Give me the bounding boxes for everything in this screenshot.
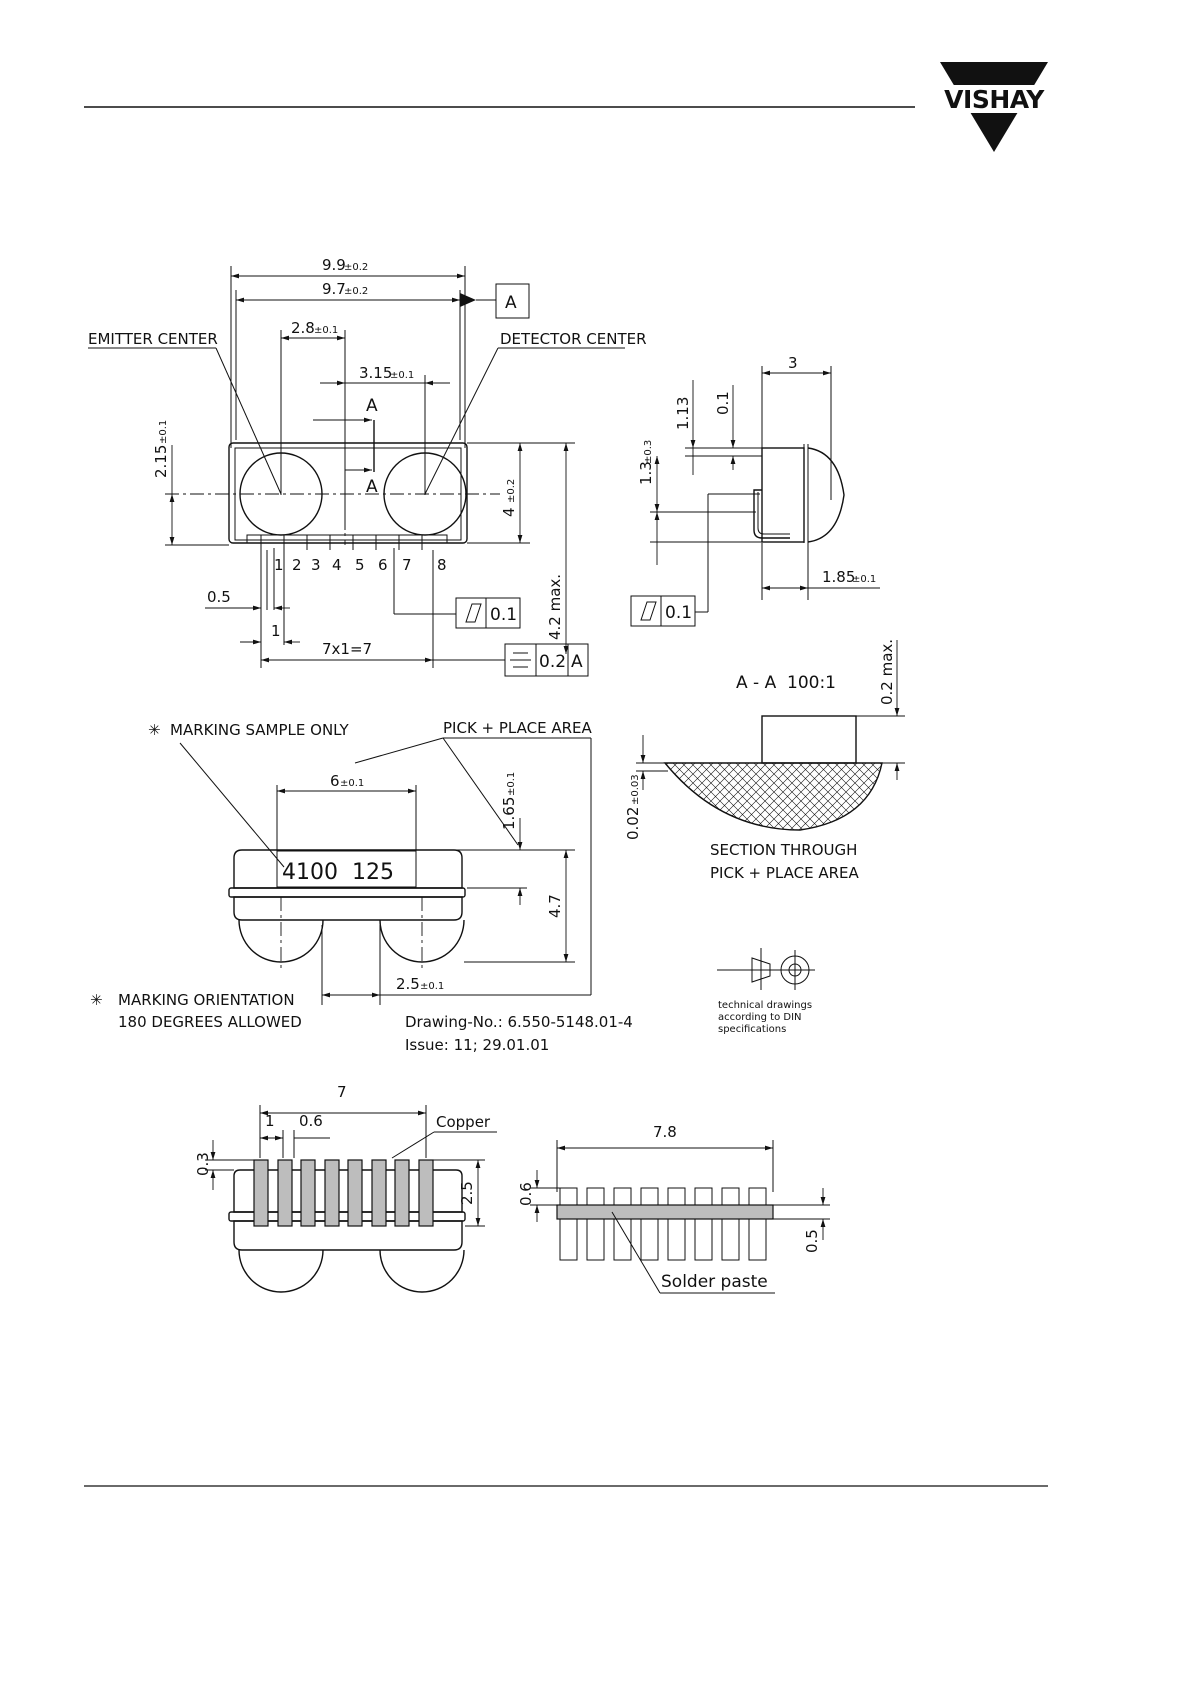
symmetry-datum: A [571, 652, 583, 672]
dim-1-65: 1.65 [500, 797, 518, 830]
symmetry-0-2: 0.2 [539, 652, 566, 672]
section-title: A - A 100:1 [736, 673, 836, 693]
dim-side-0-1: 0.1 [714, 391, 732, 415]
pad-layout-view: 7 1 0.6 Copper [194, 1083, 497, 1293]
dim-7x1: 7x1=7 [322, 640, 372, 658]
dim-pad-0-6: 0.6 [299, 1112, 323, 1130]
din-projection-symbol: technical drawings according to DIN spec… [717, 948, 815, 1035]
dim-9-7: 9.7 [322, 280, 346, 298]
dim-pad-7: 7 [337, 1083, 347, 1101]
dim-2-15-tol: ±0.1 [158, 420, 169, 444]
pin-2: 2 [292, 556, 302, 574]
dim-3-15-tol: ±0.1 [390, 370, 414, 381]
front-view: 9.9 ±0.2 A 9.7 ±0.2 2.8 ±0.1 3.15 ±0.1 A… [88, 256, 647, 677]
dim-2-15: 2.15 [152, 445, 170, 478]
pin-8: 8 [437, 556, 447, 574]
section-desc-2: PICK + PLACE AREA [710, 864, 860, 882]
pin-ticks [260, 535, 423, 550]
dim-paste-0-6: 0.6 [517, 1182, 535, 1206]
din-text-2: according to DIN [718, 1012, 802, 1023]
dim-4: 4 [500, 507, 518, 517]
side-view: 3 1.13 0.1 1.3 ±0.3 1.85 ±0.1 [630, 354, 880, 627]
dim-side-1-13: 1.13 [674, 397, 692, 430]
din-text-3: specifications [718, 1024, 786, 1035]
section-a-a: A - A 100:1 0.2 max. 0.02 ±0.03 SECTION … [624, 639, 905, 882]
pin-6: 6 [378, 556, 388, 574]
dim-2-8: 2.8 [291, 319, 315, 337]
dim-pad-1: 1 [265, 1112, 275, 1130]
issue: Issue: 11; 29.01.01 [405, 1036, 549, 1054]
section-mark-bottom: A [366, 477, 378, 497]
label-solder-paste: Solder paste [661, 1272, 768, 1292]
pin-1: 1 [274, 556, 284, 574]
asterisk-1: ✳ [148, 721, 161, 739]
din-text-1: technical drawings [718, 1000, 812, 1011]
flatness-0-1: 0.1 [490, 605, 517, 625]
copper-pads [253, 1159, 434, 1227]
dim-paste-0-5: 0.5 [803, 1229, 821, 1253]
dim-9-9: 9.9 [322, 256, 346, 274]
dim-1-65-tol: ±0.1 [506, 772, 517, 796]
vishay-logo: VISHAY [940, 62, 1048, 152]
section-mark-top: A [366, 396, 378, 416]
datum-a-label: A [505, 293, 517, 313]
pin-3: 3 [311, 556, 321, 574]
dim-paste-7-8: 7.8 [653, 1123, 677, 1141]
dim-section-0-02-tol: ±0.03 [630, 774, 641, 805]
dim-4-7: 4.7 [546, 894, 564, 918]
dim-pad-2-5: 2.5 [458, 1181, 476, 1205]
dim-2-5-tol: ±0.1 [420, 981, 444, 992]
dim-side-1-85: 1.85 [822, 568, 855, 586]
pin-7: 7 [402, 556, 412, 574]
drawing-number: Drawing-No.: 6.550-5148.01-4 [405, 1013, 633, 1031]
dim-0-5: 0.5 [207, 588, 231, 606]
dim-4-tol: ±0.2 [506, 479, 517, 503]
marking-text: 4100 125 [282, 860, 394, 885]
solder-paste-view: 7.8 0.6 0.5 Solder paste [517, 1123, 830, 1294]
dim-6: 6 [330, 772, 340, 790]
dim-side-1-85-tol: ±0.1 [852, 574, 876, 585]
label-marking-sample: MARKING SAMPLE ONLY [170, 721, 350, 739]
dim-2-8-tol: ±0.1 [314, 325, 338, 336]
dim-section-0-02: 0.02 [624, 807, 642, 840]
dim-3-15: 3.15 [359, 364, 392, 382]
section-desc-1: SECTION THROUGH [710, 841, 857, 859]
label-copper: Copper [436, 1113, 491, 1131]
dim-9-9-tol: ±0.2 [344, 262, 368, 273]
dim-side-1-3: 1.3 [637, 461, 655, 485]
asterisk-2: ✳ [90, 991, 103, 1009]
dim-1: 1 [271, 622, 281, 640]
dim-6-tol: ±0.1 [340, 778, 364, 789]
dim-pad-0-3: 0.3 [194, 1152, 212, 1176]
dim-section-0-2: 0.2 max. [878, 639, 896, 705]
label-pick-place: PICK + PLACE AREA [443, 719, 593, 737]
dim-side-3: 3 [788, 354, 798, 372]
side-flatness-0-1: 0.1 [665, 603, 692, 623]
pin-5: 5 [355, 556, 365, 574]
label-marking-orientation-1: MARKING ORIENTATION [118, 991, 295, 1009]
label-emitter-center: EMITTER CENTER [88, 330, 218, 348]
dim-9-7-tol: ±0.2 [344, 286, 368, 297]
marking-view: ✳ MARKING SAMPLE ONLY PICK + PLACE AREA … [90, 719, 633, 1054]
dim-4-2-max: 4.2 max. [546, 574, 564, 640]
label-detector-center: DETECTOR CENTER [500, 330, 647, 348]
paste-pads [559, 1187, 767, 1261]
dim-side-1-3-tol: ±0.3 [643, 440, 654, 464]
logo-text: VISHAY [944, 85, 1045, 114]
pin-4: 4 [332, 556, 342, 574]
label-marking-orientation-2: 180 DEGREES ALLOWED [118, 1013, 302, 1031]
dim-2-5: 2.5 [396, 975, 420, 993]
